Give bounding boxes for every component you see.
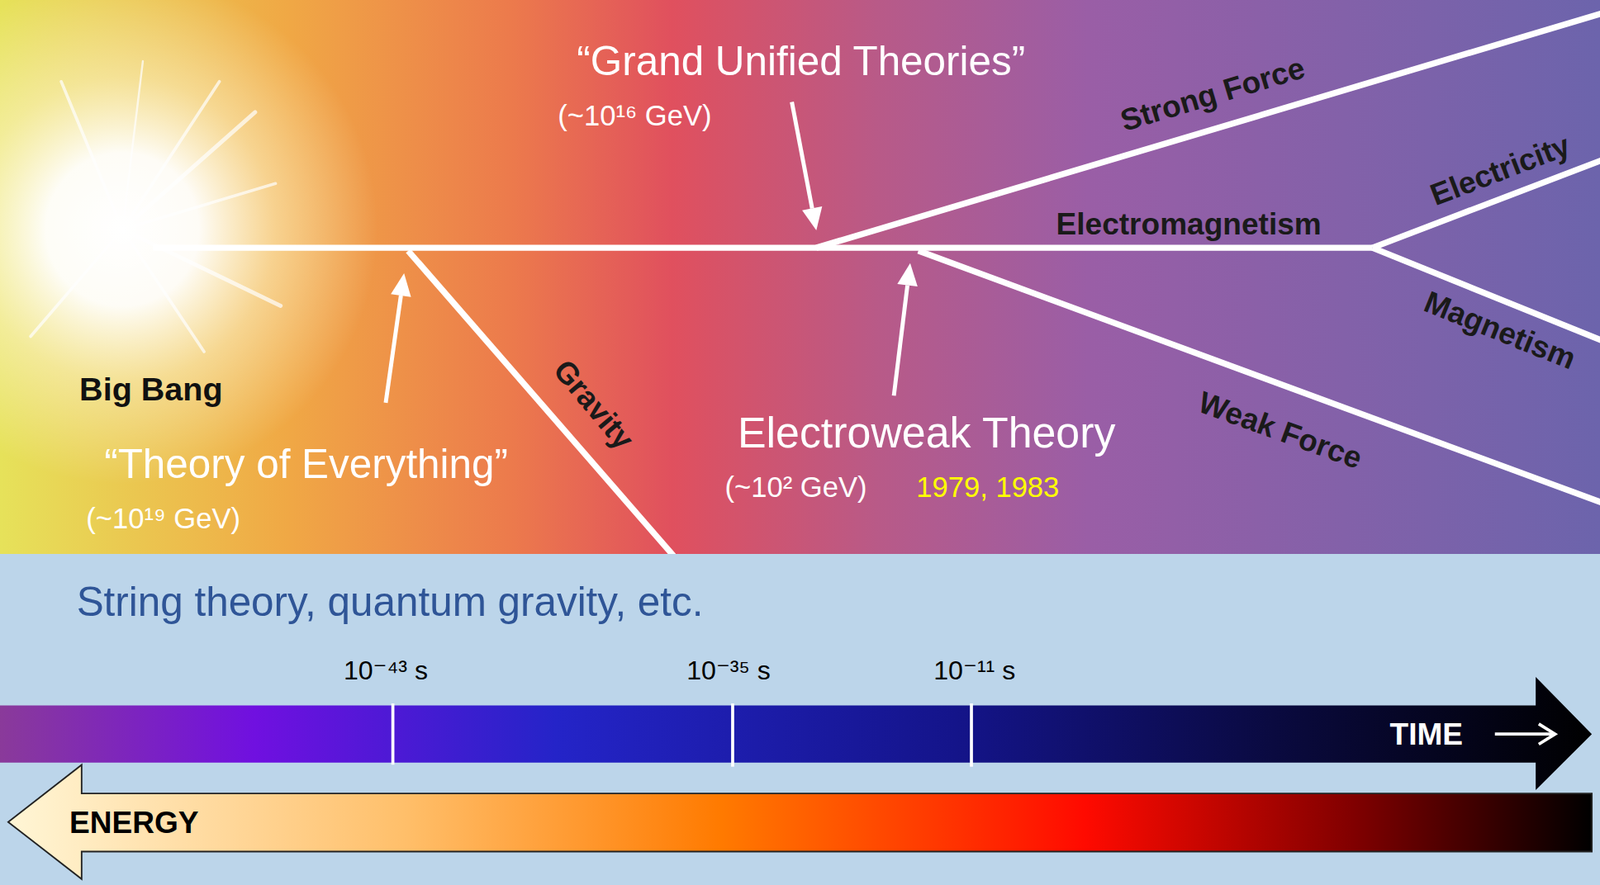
theory-label: “Theory of Everything” <box>104 441 509 487</box>
time-mark: 10⁻¹¹ s <box>933 656 1016 686</box>
time-arrow-shape <box>0 677 1597 792</box>
era-label: Big Bang <box>79 371 223 408</box>
time-arrow: TIME <box>0 677 1597 792</box>
year-note: 1979, 1983 <box>916 471 1059 504</box>
energy-scale: (~10¹⁹ GeV) <box>85 503 241 535</box>
energy-scale: (~10¹⁶ GeV) <box>557 99 712 132</box>
energy-scale: (~10² GeV) <box>725 471 868 504</box>
theory-label: “Grand Unified Theories” <box>576 38 1026 84</box>
axis-title: ENERGY <box>69 805 199 840</box>
theory-label: Electroweak Theory <box>737 409 1116 457</box>
time-mark: 10⁻³⁵ s <box>686 656 771 686</box>
energy-arrow: ENERGY <box>0 763 1597 882</box>
band-heading: String theory, quantum gravity, etc. <box>76 579 704 625</box>
time-mark: 10⁻⁴³ s <box>343 656 428 686</box>
energy-arrow-shape <box>0 763 1597 882</box>
big-bang-rays <box>30 61 281 352</box>
axis-title: TIME <box>1390 717 1464 752</box>
big-bang-glow <box>0 0 613 556</box>
force-name: Electromagnetism <box>1056 206 1322 241</box>
pointer-arrows <box>385 102 918 404</box>
theory-band: String theory, quantum gravity, etc. TIME… <box>0 554 1600 885</box>
